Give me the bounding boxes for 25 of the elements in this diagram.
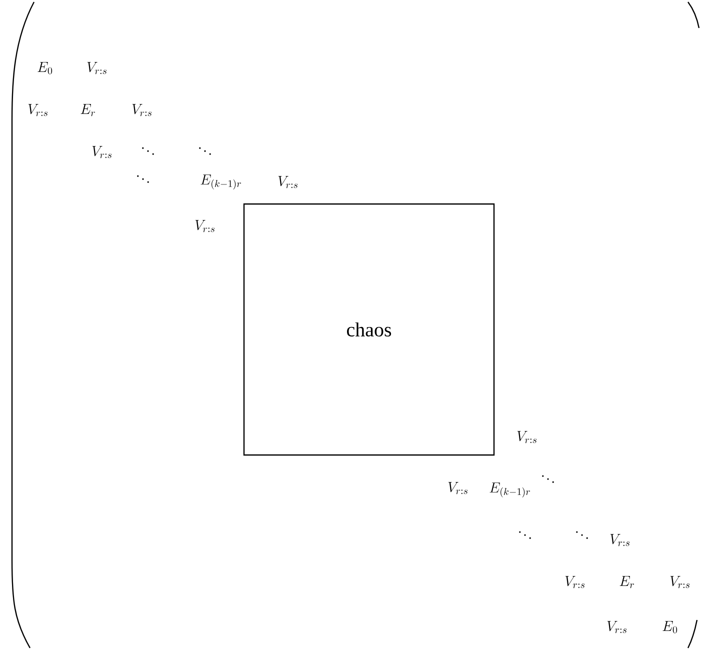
- matrix-entry: $\ddots$: [542, 475, 554, 483]
- chaos-box: chaos: [243, 203, 495, 456]
- matrix-entry: $V_{r:s}$: [195, 220, 214, 232]
- matrix-entry: $V_{r:s}$: [132, 104, 152, 116]
- matrix-entry: $V_{r:s}$: [278, 176, 298, 188]
- matrix-entry: $E_r$: [620, 576, 634, 588]
- matrix-entry: $\ddots$: [576, 531, 588, 539]
- matrix-entry: $V_{r:s}$: [517, 431, 536, 444]
- matrix-entry: $E_{(k-1)r}$: [490, 482, 530, 498]
- matrix-entry: $E_0$: [662, 621, 678, 634]
- matrix-entry: $E_0$: [38, 62, 52, 74]
- matrix-entry: $V_{r:s}$: [28, 104, 48, 116]
- matrix-entry: $\ddots$: [199, 147, 211, 155]
- matrix-entry: $\ddots$: [142, 147, 154, 155]
- matrix-entry: $V_{r:s}$: [92, 146, 112, 158]
- matrix-entry: $V_{r:s}$: [87, 62, 106, 74]
- matrix-entry: $V_{r:s}$: [610, 534, 630, 546]
- matrix-entry: $E_{(k-1)r}$: [200, 174, 241, 190]
- matrix-entry: $V_{r:s}$: [670, 576, 690, 588]
- matrix-entry: $V_{r:s}$: [565, 576, 584, 588]
- matrix-entry: $\ddots$: [519, 531, 531, 539]
- matrix-entry: $E_r$: [80, 104, 95, 116]
- matrix-entry: $V_{r:s}$: [607, 621, 626, 634]
- matrix-entry: $\ddots$: [137, 175, 149, 183]
- matrix-entry: $V_{r:s}$: [448, 482, 468, 494]
